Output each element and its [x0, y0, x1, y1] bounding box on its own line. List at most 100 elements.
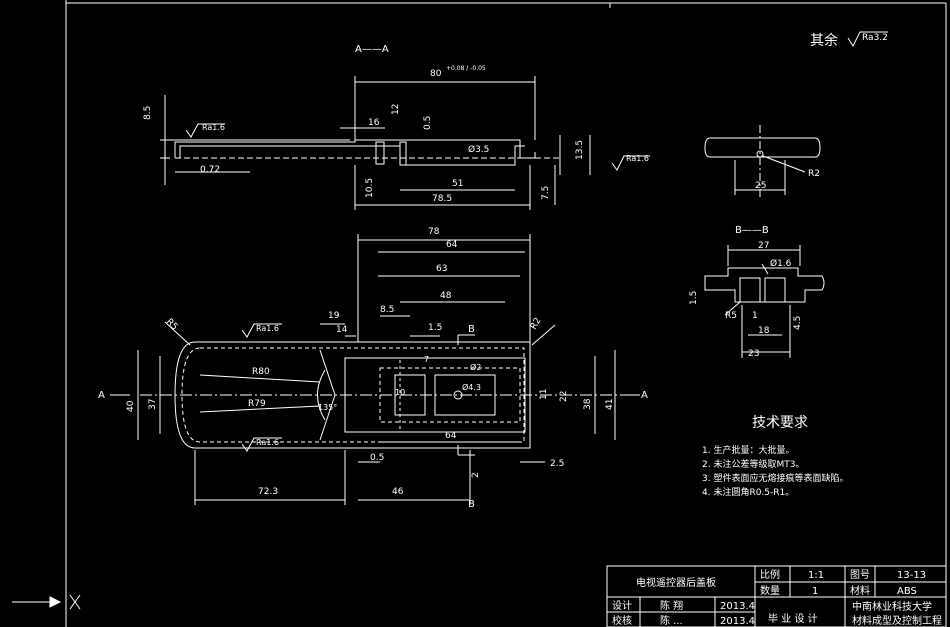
dim-dia35: Ø3.5 — [468, 144, 489, 155]
dim-072: 0.72 — [200, 165, 220, 175]
dim-10: 10 — [395, 388, 405, 397]
bb-dim-27: 27 — [758, 241, 769, 251]
dim-14: 14 — [336, 325, 348, 335]
project-label: 毕 业 设 计 — [768, 612, 818, 625]
bb-dim-1: 1 — [752, 311, 758, 321]
side-detail-r2: R2 — [808, 169, 820, 179]
dim-64b: 64 — [445, 431, 457, 441]
plan-view-dims: 78 64 63 48 8.5 19 14 1.5 R5 R2 R80 R79 … — [98, 227, 648, 510]
dim-top-width: 80 — [430, 69, 442, 79]
dim-r80: R80 — [252, 367, 270, 377]
tech-req-item: 2. 未注公差等级取MT3。 — [702, 458, 804, 470]
title-block — [606, 565, 947, 627]
dim-135: 13.5 — [575, 140, 585, 160]
dim-2: 2 — [471, 472, 481, 478]
dim-38: 38 — [583, 398, 593, 410]
left-margin — [0, 0, 66, 627]
side-detail — [704, 125, 821, 200]
tech-req-item: 3. 塑件表面应无熔接痕等表面缺陷。 — [702, 472, 848, 484]
dim-r79: R79 — [248, 399, 266, 409]
bb-dim-r5: R5 — [725, 311, 737, 321]
material-value: ABS — [897, 586, 917, 597]
roughness-note-ra: Ra3.2 — [862, 33, 888, 43]
section-a-right: A — [641, 390, 648, 401]
dim-top-width-tol: +0.08 / -0.05 — [446, 65, 486, 72]
section-b-bottom: B — [468, 499, 475, 510]
scale-label: 比例 — [760, 568, 780, 581]
dim-785: 78.5 — [432, 194, 452, 204]
dim-angle: 135° — [318, 403, 337, 412]
dim-64: 64 — [446, 240, 458, 250]
section-a-left: A — [98, 390, 105, 401]
drawing-no-label: 图号 — [850, 569, 870, 581]
plan-view — [110, 234, 640, 505]
bb-dim-45: 4.5 — [793, 316, 803, 330]
ra-right: Ra1.6 — [626, 154, 649, 163]
dim-105: 10.5 — [365, 178, 375, 198]
bb-dim-18: 18 — [758, 326, 770, 336]
section-aa-title: A——A — [355, 44, 389, 55]
tech-req-title: 技术要求 — [752, 415, 808, 431]
bb-dim-15: 1.5 — [689, 291, 699, 305]
dim-40: 40 — [126, 400, 136, 412]
dim-r5: R5 — [164, 317, 180, 333]
dim-41: 41 — [605, 399, 615, 410]
school-name: 中南林业科技大学 — [852, 600, 932, 613]
dim-51: 51 — [452, 179, 463, 189]
ucs-icon — [12, 594, 81, 610]
design-date: 2013.4 — [720, 601, 755, 612]
design-label: 设计 — [612, 599, 632, 612]
check-date: 2013.4 — [720, 616, 755, 627]
checker: 陈 ... — [660, 614, 683, 627]
dim-05: 0.5 — [423, 116, 433, 130]
dim-78: 78 — [428, 227, 440, 237]
roughness-note-label: 其余 — [810, 32, 838, 49]
section-aa: A——A — [160, 44, 650, 210]
section-bb-dims: B——B 27 Ø1.6 1.5 R5 1 18 4.5 23 — [689, 225, 803, 359]
tech-req-item: 1. 生产批量：大批量。 — [702, 444, 794, 456]
material-label: 材料 — [850, 584, 870, 597]
dim-48: 48 — [440, 291, 452, 301]
dim-85: 8.5 — [380, 305, 394, 315]
dim-25: 2.5 — [550, 459, 564, 469]
qty-label: 数量 — [760, 584, 780, 597]
dim-left-h: 8.5 — [143, 106, 153, 120]
scale-value: 1:1 — [808, 570, 824, 581]
ra-plan-2: Ra1.6 — [256, 438, 279, 447]
ra-plan-1: Ra1.6 — [256, 324, 279, 333]
dim-16: 16 — [368, 118, 380, 128]
tech-req-item: 4. 未注圆角R0.5-R1。 — [702, 486, 794, 498]
dim-22: 22 — [559, 391, 569, 402]
dim-05b: 0.5 — [370, 453, 384, 463]
dim-15: 1.5 — [428, 323, 442, 333]
dim-19: 19 — [328, 311, 340, 321]
tech-requirements: 技术要求 1. 生产批量：大批量。 2. 未注公差等级取MT3。 3. 塑件表面… — [702, 415, 848, 498]
dim-63: 63 — [436, 264, 447, 274]
dim-12: 12 — [391, 104, 401, 115]
dim-46: 46 — [392, 487, 404, 497]
side-detail-25: 25 — [755, 181, 766, 191]
dim-r2: R2 — [529, 316, 544, 331]
part-name: 电视遥控器后盖板 — [636, 576, 716, 589]
school-dept: 材料成型及控制工程 — [852, 614, 942, 627]
drawing-no: 13-13 — [897, 570, 926, 581]
check-label: 校核 — [612, 614, 632, 627]
dim-11: 11 — [539, 389, 549, 400]
roughness-note: 其余 Ra3.2 — [810, 31, 888, 49]
roughness-symbol-icon — [847, 31, 888, 48]
dim-37: 37 — [148, 399, 158, 410]
dim-723: 72.3 — [258, 487, 278, 497]
dim-dia43: Ø4.3 — [462, 382, 481, 392]
dim-7: 7 — [424, 355, 429, 364]
dim-75: 7.5 — [541, 186, 551, 200]
section-b-top: B — [468, 324, 475, 335]
ra-left: Ra1.6 — [202, 123, 225, 132]
dim-dia2: Ø2 — [470, 362, 481, 372]
section-bb-title: B——B — [735, 225, 769, 236]
bb-dim-dia16: Ø1.6 — [770, 258, 792, 269]
section-bb — [704, 245, 825, 358]
section-aa-dims: 80 +0.08 / -0.05 8.5 16 12 0.5 Ø3.5 13.5… — [143, 65, 649, 204]
designer: 陈 翔 — [660, 599, 683, 612]
qty-value: 1 — [812, 586, 818, 597]
